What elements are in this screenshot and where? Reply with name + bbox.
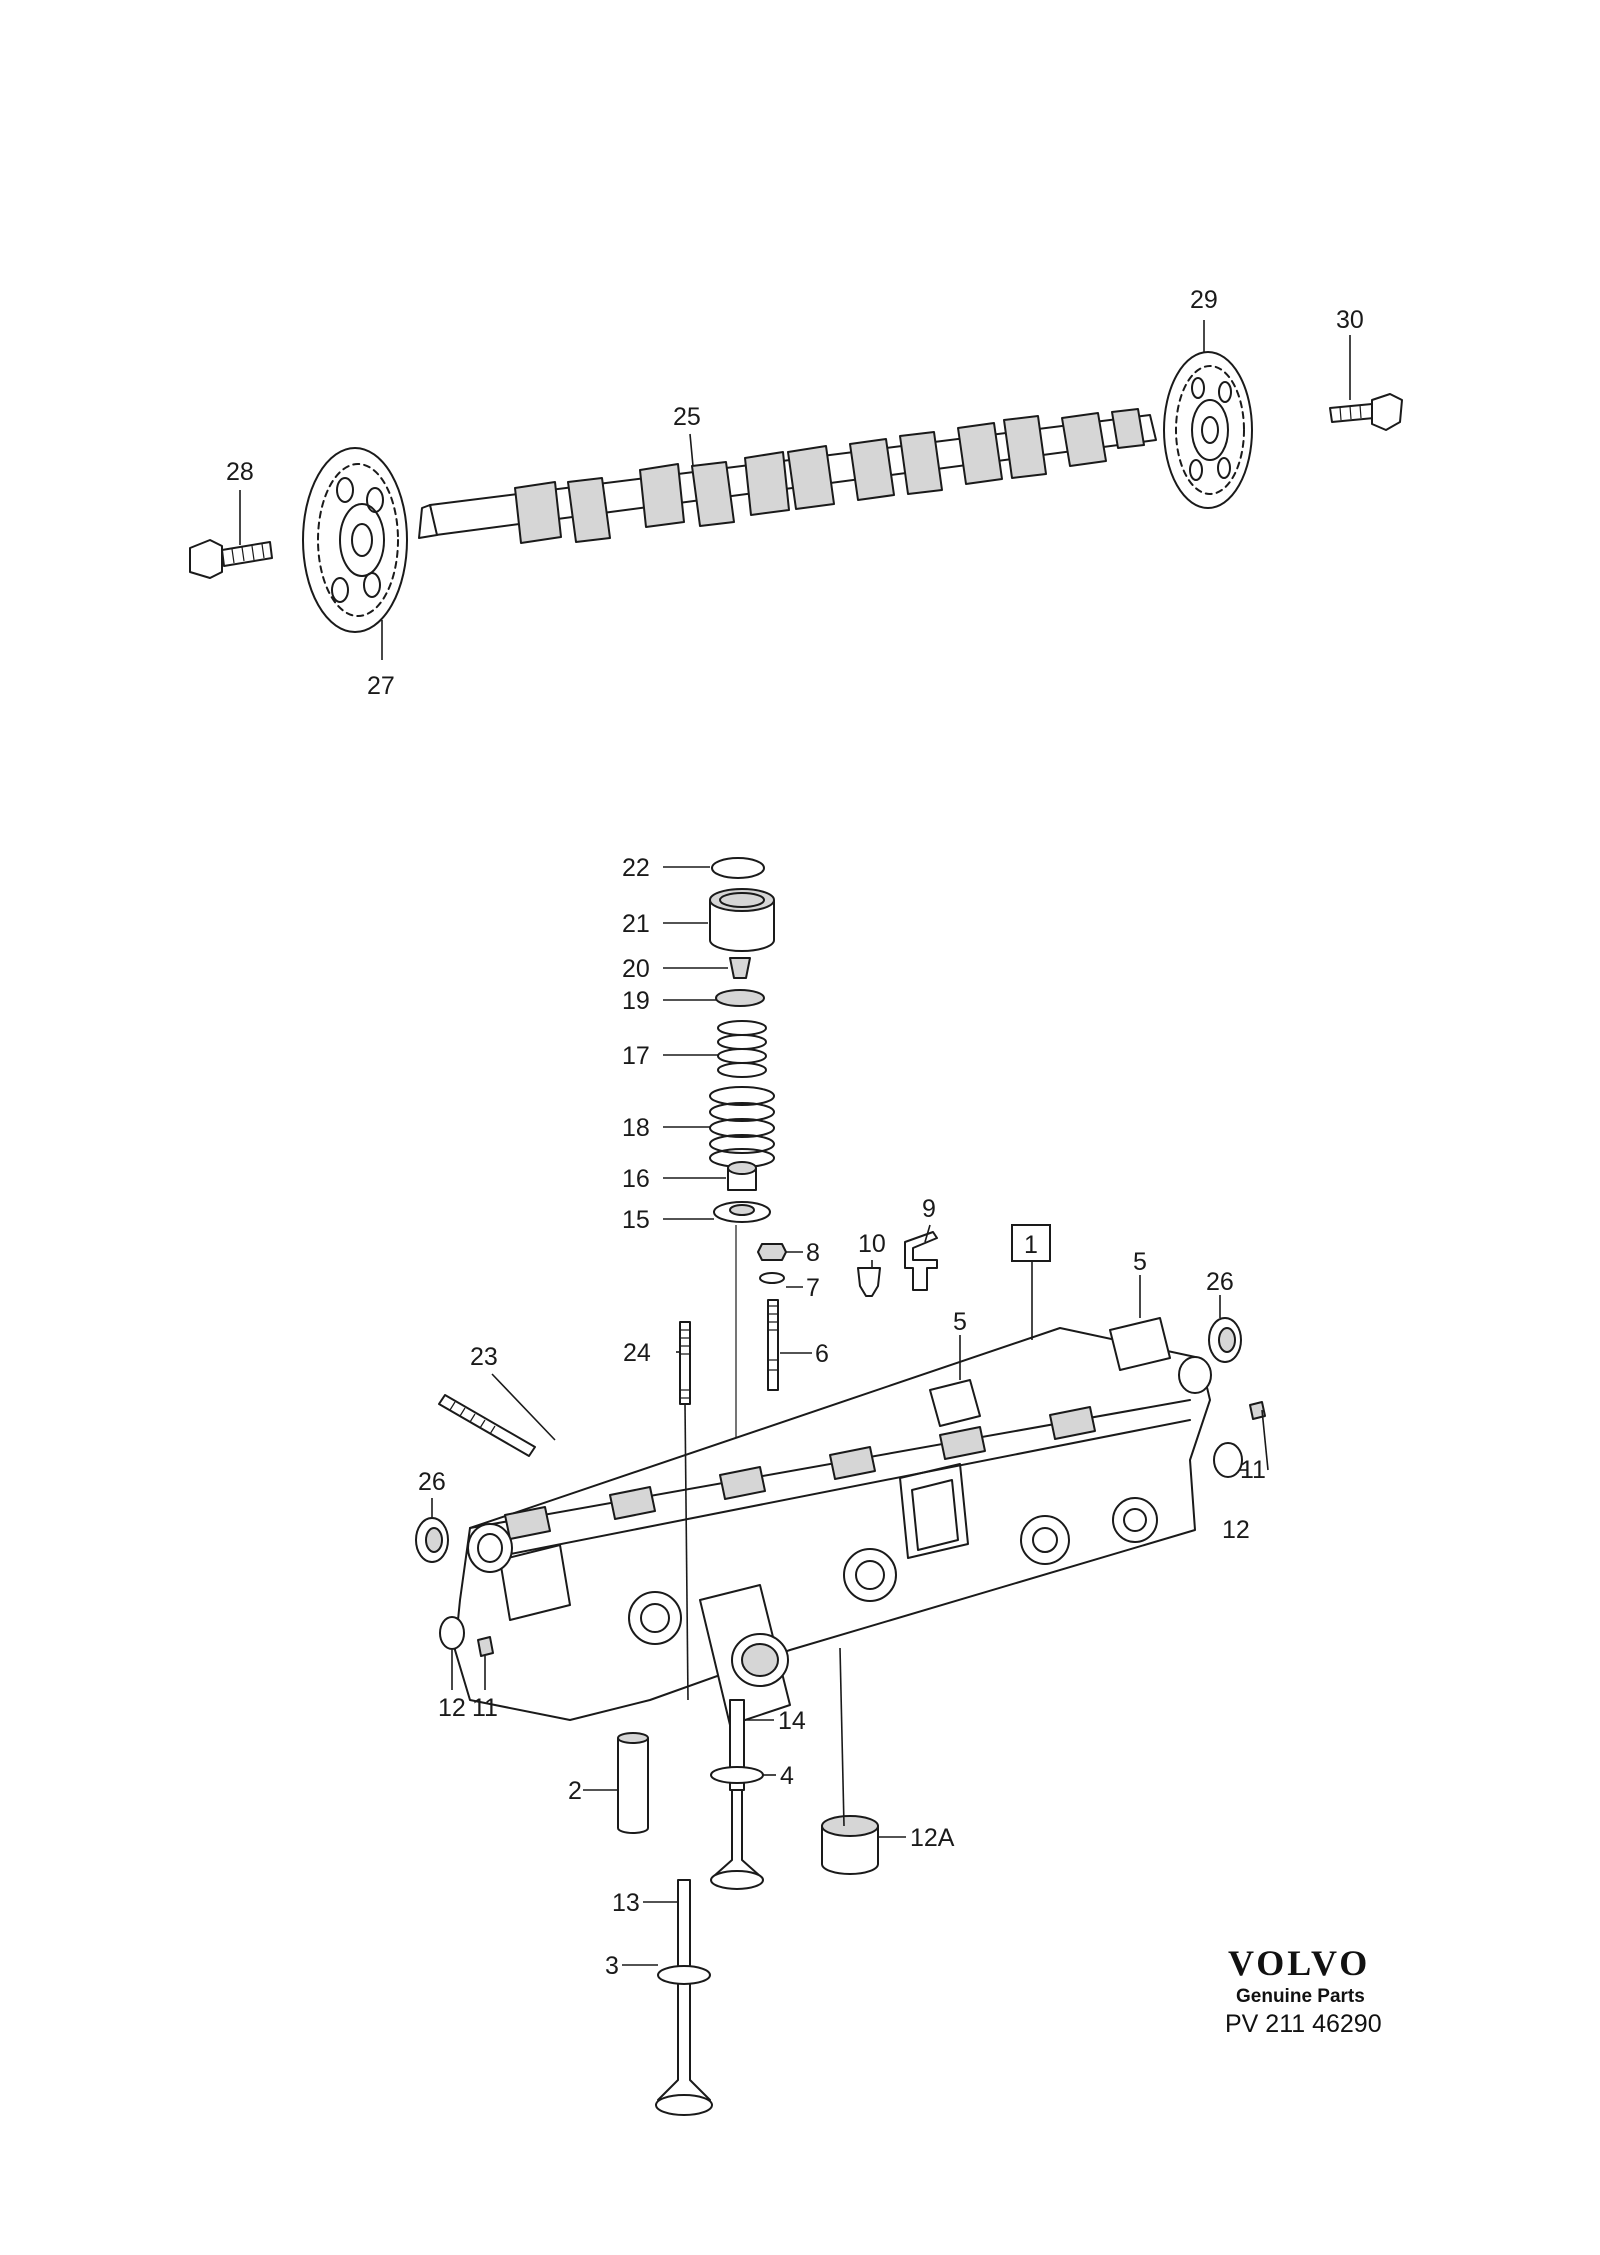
callout-1-box [1011,1224,1051,1262]
bearing-cap-right [1109,1317,1171,1371]
seal-26-right [1208,1317,1242,1363]
callout-21: 21 [622,910,650,938]
valve-stem-seal [727,1161,757,1191]
plug-12-left [439,1616,465,1650]
stud-24 [679,1321,691,1405]
callout-7: 7 [806,1274,820,1302]
callout-16: 16 [622,1165,650,1193]
seat-insert-12A [821,1815,879,1875]
plug-11-right [1249,1401,1266,1420]
callout-5-right: 5 [1133,1248,1147,1276]
callout-11-right: 11 [1240,1456,1266,1484]
brand-block: VOLVO Genuine Parts PV 211 46290 [1225,1943,1382,2038]
cylinder-head [454,1317,1212,1726]
valve-stack [709,857,775,1480]
callout-14: 14 [778,1707,806,1735]
shim [711,857,765,879]
callout-2: 2 [568,1777,582,1805]
callout-10: 10 [858,1230,886,1258]
valve-14-assembly [710,1699,764,1890]
genuine-parts-label: Genuine Parts [1236,1986,1365,2007]
callout-4: 4 [780,1762,794,1790]
callout-15: 15 [622,1206,650,1234]
callout-12-left: 12 [438,1694,466,1722]
bearing-cap-left [929,1379,981,1427]
callout-1: 1 [1024,1231,1038,1259]
callout-26-left: 26 [418,1468,446,1496]
camshaft-bore-left [467,1523,513,1573]
seal-26-left [415,1517,449,1563]
gear-bolt-right [1329,393,1403,431]
inner-spring [717,1020,767,1078]
valve-guide-2 [617,1732,649,1834]
diagram-code: PV 211 46290 [1225,2010,1382,2038]
clip-9 [904,1231,938,1291]
callout-25: 25 [673,403,701,431]
callout-26-right: 26 [1206,1268,1234,1296]
plug-12-right [1213,1442,1243,1478]
valve-13-assembly [655,1879,713,2116]
plug-11-left [477,1636,494,1657]
camshaft-gear-left [302,447,408,633]
callout-23: 23 [470,1343,498,1371]
callout-8: 8 [806,1239,820,1267]
valve-collets [729,957,751,979]
callout-24: 24 [623,1339,651,1367]
callout-9: 9 [922,1195,936,1223]
callout-20: 20 [622,955,650,983]
gear-bolt-left [189,539,273,579]
spring-retainer [715,989,765,1007]
callout-6: 6 [815,1340,829,1368]
volvo-logo: VOLVO [1228,1943,1370,1983]
leader-lines [239,320,1351,1966]
callout-29: 29 [1190,286,1218,314]
camshaft-gear-right [1163,351,1253,509]
stud-23 [438,1394,536,1457]
callout-3: 3 [605,1952,619,1980]
water-outlet [699,1584,791,1726]
callout-18: 18 [622,1114,650,1142]
head-side-ports [499,1463,1158,1645]
outer-spring [709,1086,775,1168]
callout-19: 19 [622,987,650,1015]
tappet [709,888,775,952]
spring-seat [713,1201,771,1223]
callout-22: 22 [622,854,650,882]
camshaft-bore-right [1178,1356,1212,1394]
callout-28: 28 [226,458,254,486]
callout-30: 30 [1336,306,1364,334]
stud-6 [767,1299,779,1391]
callout-11-left: 11 [472,1694,498,1722]
small-parts [757,1231,938,1391]
washer-7 [759,1272,785,1284]
callout-5-left: 5 [953,1308,967,1336]
camshaft-assembly [189,351,1403,633]
callout-12-right: 12 [1222,1516,1250,1544]
callout-17: 17 [622,1042,650,1070]
nut-8 [757,1243,787,1261]
camshaft-lobes [514,408,1145,544]
pin-10 [857,1267,881,1297]
callout-13: 13 [612,1889,640,1917]
callout-labels: 22 21 20 19 17 18 16 15 8 7 6 10 9 1 5 5… [226,286,1364,1980]
callout-27: 27 [367,672,395,700]
callout-12A: 12A [910,1824,955,1852]
